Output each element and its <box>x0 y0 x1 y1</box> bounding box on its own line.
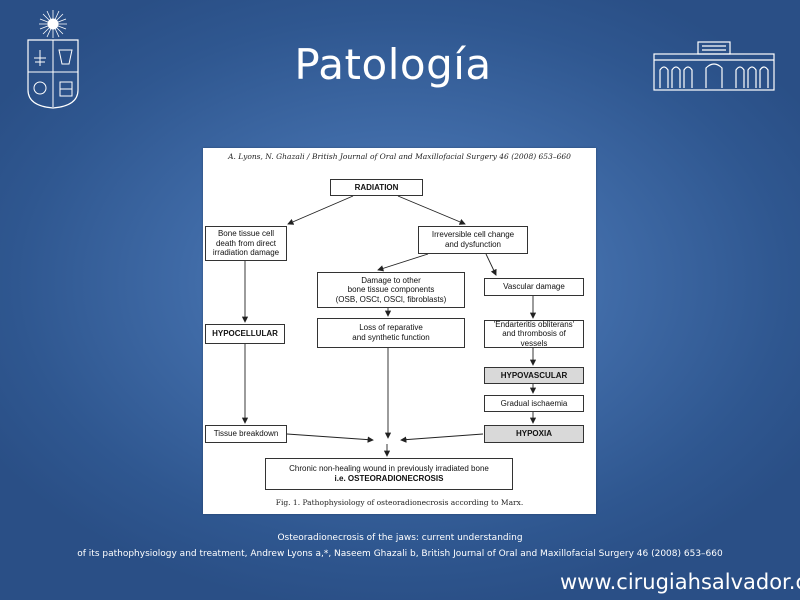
flowchart-arrows <box>241 195 537 457</box>
node-loss-reparative-label: Loss of reparative and synthetic functio… <box>352 323 430 342</box>
node-final-line2: i.e. OSTEORADIONECROSIS <box>334 474 444 483</box>
node-endarteritis: 'Endarteritis obliterans' and thrombosis… <box>484 320 584 348</box>
hospital-building-icon <box>653 41 775 91</box>
arrow-tissue-to-final <box>286 433 374 443</box>
node-bone-death-label: Bone tissue cell death from direct irrad… <box>212 229 280 258</box>
figure-caption: Fig. 1. Pathophysiology of osteoradionec… <box>275 498 524 507</box>
arrow-radiation-to-bone-death <box>287 195 354 225</box>
website-url: www.cirugiahsalvador.cl <box>560 570 800 594</box>
flowchart-figure: A. Lyons, N. Ghazali / British Journal o… <box>203 148 596 514</box>
node-endarteritis-label: 'Endarteritis obliterans' and thrombosis… <box>493 319 575 348</box>
node-irreversible: Irreversible cell change and dysfunction <box>418 226 528 254</box>
node-tissue-breakdown: Tissue breakdown <box>205 425 287 443</box>
node-irreversible-label: Irreversible cell change and dysfunction <box>431 230 515 249</box>
node-gradual-ischaemia: Gradual ischaemia <box>484 395 584 412</box>
node-hypoxia: HYPOXIA <box>484 425 584 443</box>
arrow-irreversible-to-vascular <box>485 253 497 276</box>
reference-line-2: of its pathophysiology and treatment, An… <box>77 549 723 559</box>
node-loss-reparative: Loss of reparative and synthetic functio… <box>317 318 465 348</box>
reference-line-1: Osteoradionecrosis of the jaws: current … <box>277 533 523 543</box>
arrow-hypoxia-to-final <box>400 433 484 443</box>
university-seal-icon <box>27 10 79 109</box>
node-hypocellular: HYPOCELLULAR <box>205 324 285 344</box>
reference-citation: Osteoradionecrosis of the jaws: current … <box>0 530 800 562</box>
node-final-line1: Chronic non-healing wound in previously … <box>289 464 489 474</box>
node-final: Chronic non-healing wound in previously … <box>265 458 513 490</box>
node-vascular-damage: Vascular damage <box>484 278 584 296</box>
node-hypovascular: HYPOVASCULAR <box>484 367 584 384</box>
slide-title: Patología <box>294 40 492 89</box>
arrow-irreversible-to-damage <box>377 253 429 272</box>
figure-header: A. Lyons, N. Ghazali / British Journal o… <box>228 152 571 161</box>
node-damage-other-label: Damage to other bone tissue components (… <box>335 275 447 304</box>
node-radiation: RADIATION <box>330 179 423 196</box>
node-damage-other: Damage to other bone tissue components (… <box>317 272 465 308</box>
node-bone-death: Bone tissue cell death from direct irrad… <box>205 226 287 261</box>
arrow-radiation-to-irreversible <box>397 195 466 225</box>
